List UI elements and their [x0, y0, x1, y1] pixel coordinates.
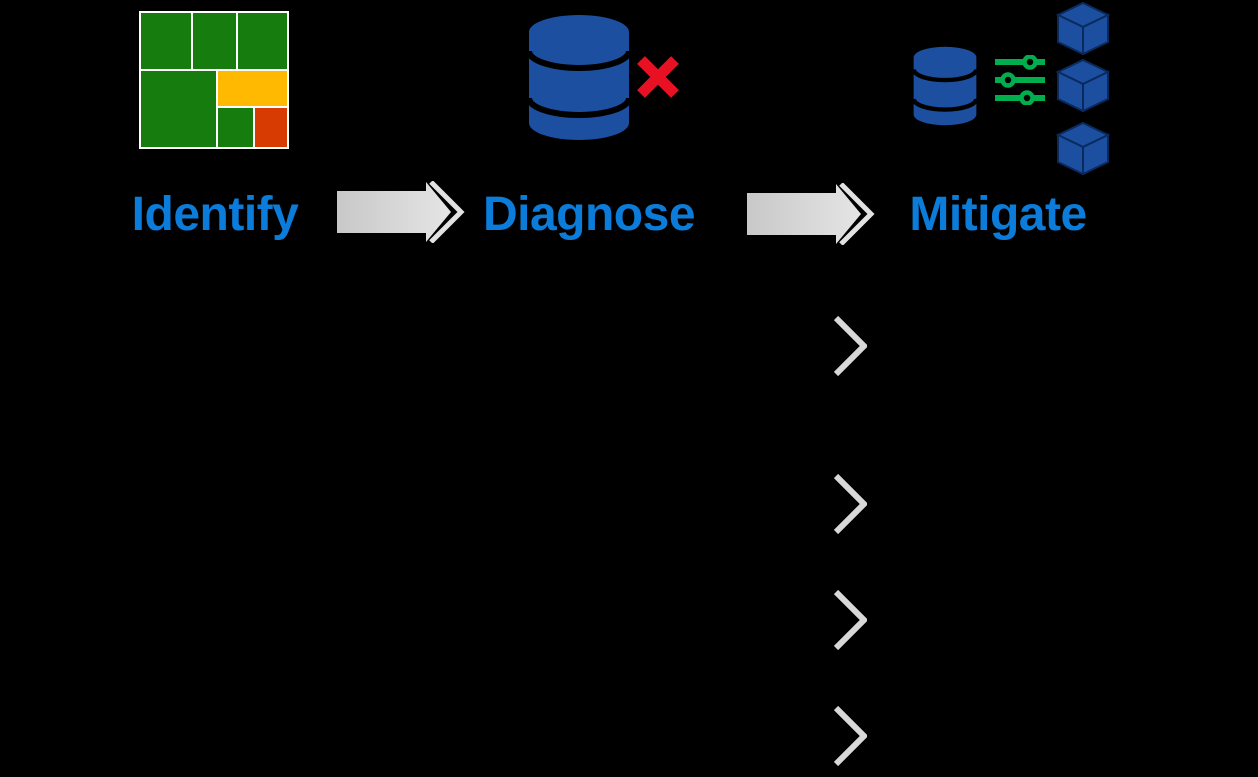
bullet-chevron-icon — [833, 706, 867, 766]
treemap-cell — [218, 71, 287, 106]
treemap-cell — [141, 13, 191, 69]
treemap-cell — [238, 13, 287, 69]
error-x-icon — [637, 56, 679, 98]
bullet-chevron-icon — [833, 316, 867, 376]
step-label-mitigate: Mitigate — [909, 188, 1087, 241]
bullet-chevron-icon — [833, 474, 867, 534]
flow-arrow-icon — [747, 183, 875, 245]
cube-icon — [1056, 2, 1110, 55]
treemap-icon — [139, 11, 289, 149]
bullet-chevron-icon — [833, 590, 867, 650]
sliders-icon — [995, 55, 1045, 105]
step-label-diagnose: Diagnose — [482, 188, 696, 241]
step-label-identify: Identify — [131, 188, 299, 241]
treemap-cell — [141, 71, 216, 147]
treemap-cell — [218, 108, 253, 147]
treemap-cell — [255, 108, 287, 147]
cube-icon — [1056, 59, 1110, 112]
database-icon — [528, 15, 630, 140]
treemap-cell — [193, 13, 236, 69]
flow-arrow-icon — [337, 181, 465, 243]
cube-icon — [1056, 122, 1110, 175]
database-small-icon — [913, 46, 977, 126]
